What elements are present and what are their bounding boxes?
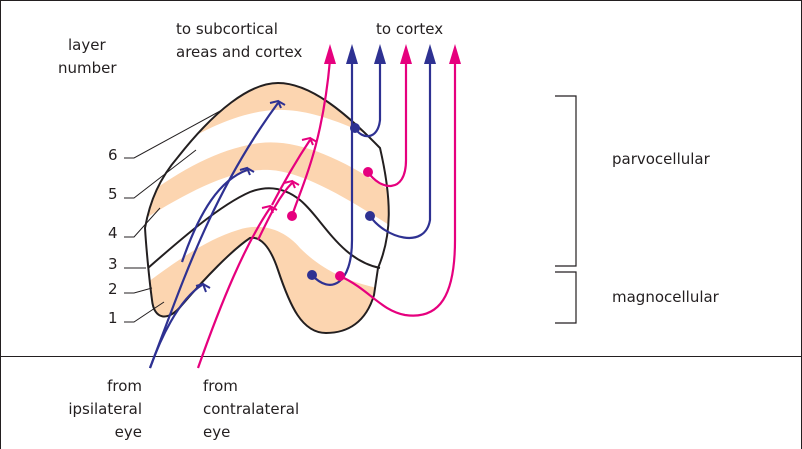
from-ipsilateral-label-3: eye xyxy=(60,423,142,441)
parvocellular-label: parvocellular xyxy=(612,150,710,168)
ipsi-soma-2 xyxy=(350,123,360,133)
arrow-contra-2 xyxy=(400,44,412,64)
contra-out-2 xyxy=(368,55,406,186)
ipsi-soma-3 xyxy=(365,211,375,221)
leader-2 xyxy=(124,288,152,293)
contra-soma-2 xyxy=(363,167,373,177)
layer-1-label: 1 xyxy=(108,309,118,327)
layer-4-label: 4 xyxy=(108,224,118,242)
arrow-ipsi-1 xyxy=(346,44,358,64)
layer-band-2 xyxy=(140,227,400,340)
leader-6 xyxy=(124,110,222,158)
to-subcortical-label-1: to subcortical xyxy=(176,20,278,38)
to-subcortical-label-2: areas and cortex xyxy=(176,43,302,61)
layer-number-label-1: layer xyxy=(68,36,106,54)
layer-number-label-2: number xyxy=(58,59,117,77)
from-ipsilateral-label-2: ipsilateral xyxy=(50,400,142,418)
from-contralateral-label-3: eye xyxy=(203,423,230,441)
layer-6-label: 6 xyxy=(108,146,118,164)
magnocellular-bracket xyxy=(555,272,576,323)
parvocellular-bracket xyxy=(555,96,576,266)
from-contralateral-label-2: contralateral xyxy=(203,400,299,418)
from-ipsilateral-label-1: from xyxy=(60,377,142,395)
layer-5-label: 5 xyxy=(108,185,118,203)
arrow-ipsi-2 xyxy=(374,44,386,64)
arrow-ipsi-3 xyxy=(424,44,436,64)
ipsi-out-2 xyxy=(355,55,380,136)
to-cortex-label: to cortex xyxy=(376,20,443,38)
layer-3-label: 3 xyxy=(108,255,118,273)
layer-2-label: 2 xyxy=(108,280,118,298)
arrow-contra-1 xyxy=(324,44,336,64)
from-contralateral-label-1: from xyxy=(203,377,238,395)
arrowheads xyxy=(324,44,461,64)
ipsi-soma-1 xyxy=(307,270,317,280)
contra-soma-1 xyxy=(287,211,297,221)
arrow-contra-3 xyxy=(449,44,461,64)
contra-soma-3 xyxy=(335,271,345,281)
magnocellular-label: magnocellular xyxy=(612,288,719,306)
